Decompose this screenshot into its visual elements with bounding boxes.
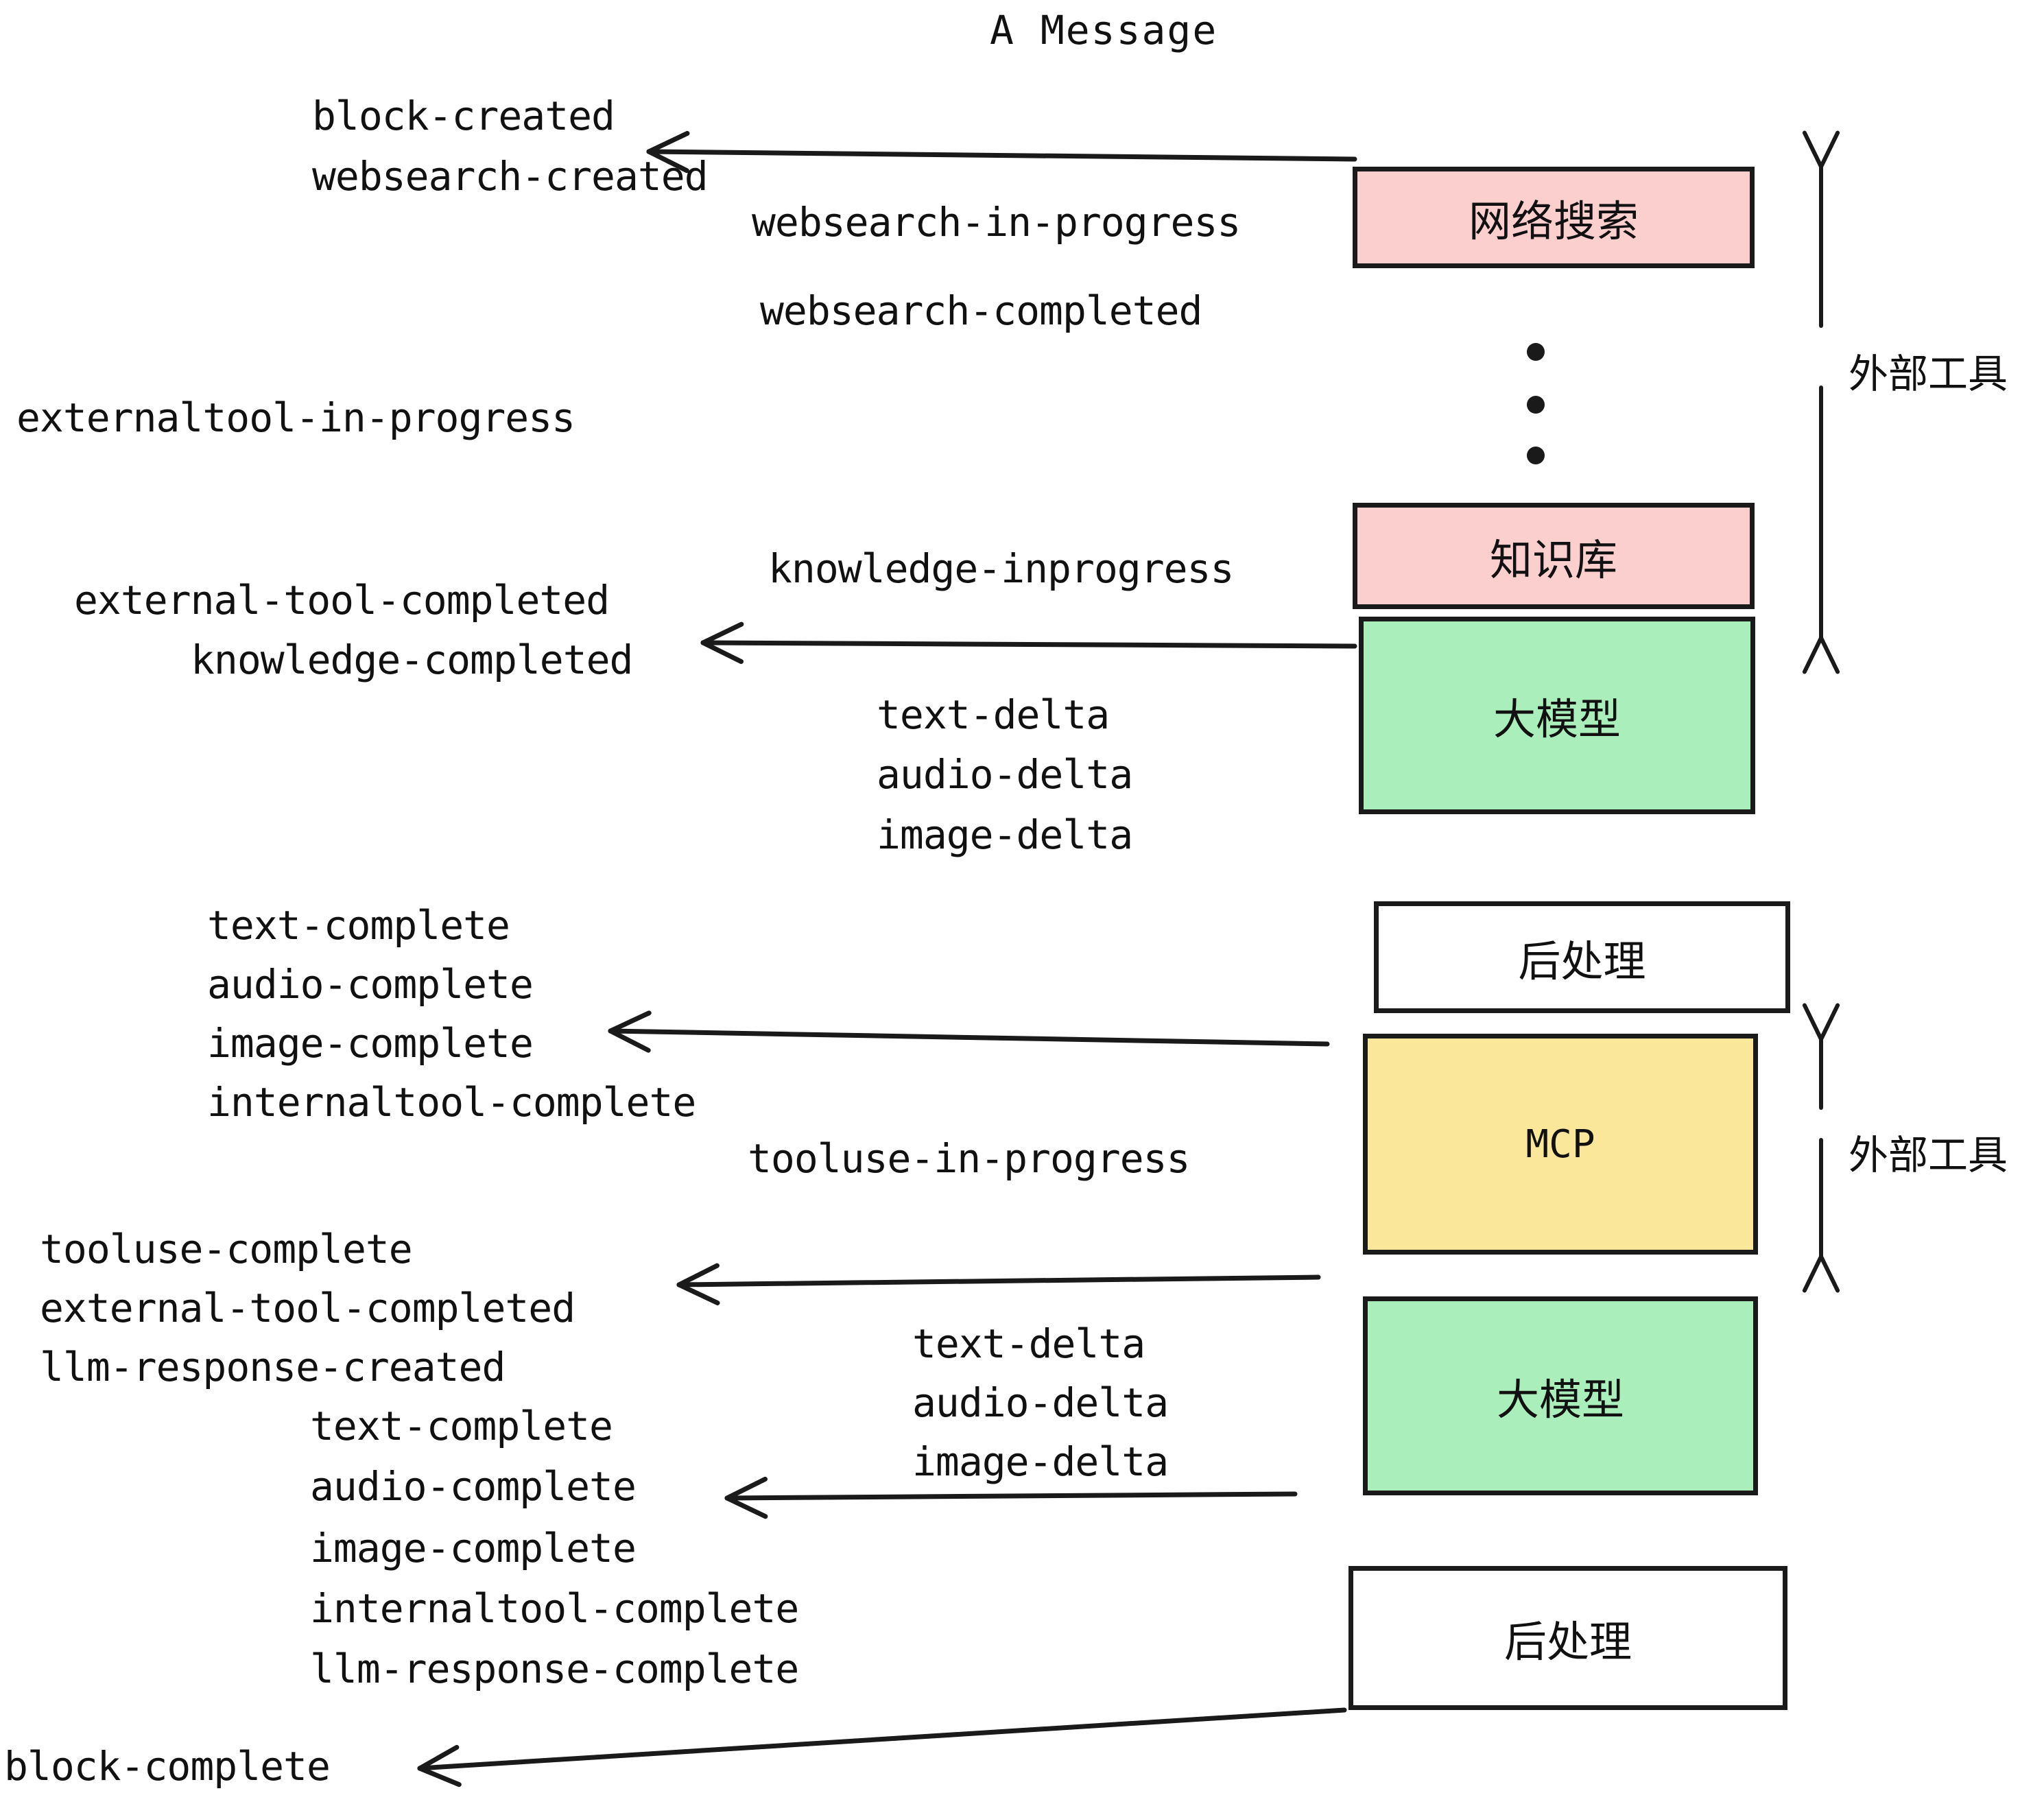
- event-label-block-created: block-created: [312, 93, 615, 139]
- event-label-external-tool-completed-2: external-tool-completed: [40, 1285, 575, 1331]
- side-label-external-tools-top: 外部工具: [1849, 351, 2008, 397]
- node-label: 大模型: [1493, 694, 1621, 744]
- node-llm-1[interactable]: 大模型: [1359, 617, 1755, 814]
- node-websearch[interactable]: 网络搜索: [1353, 167, 1755, 268]
- event-label-audio-complete-2: audio-complete: [310, 1463, 637, 1510]
- arrow-block-created: [646, 130, 1357, 174]
- ellipsis-dot-2: [1527, 396, 1545, 414]
- event-label-websearch-created: websearch-created: [312, 153, 709, 200]
- node-label: 网络搜索: [1468, 196, 1639, 246]
- event-label-audio-complete-1: audio-complete: [207, 961, 534, 1008]
- event-label-knowledge-inprogress: knowledge-inprogress: [768, 545, 1234, 592]
- node-postprocess-1[interactable]: 后处理: [1374, 901, 1790, 1013]
- event-label-text-complete-1: text-complete: [207, 902, 510, 949]
- arrow-audio-complete: [724, 1476, 1298, 1519]
- event-label-websearch-in-progress: websearch-in-progress: [752, 199, 1241, 246]
- event-label-tooluse-complete: tooluse-complete: [40, 1226, 413, 1272]
- event-label-text-complete-2: text-complete: [310, 1403, 613, 1449]
- external-tools-bottom-down: [1802, 1138, 1840, 1293]
- event-label-llm-response-complete: llm-response-complete: [310, 1646, 799, 1692]
- event-label-tooluse-in-progress: tooluse-in-progress: [748, 1135, 1190, 1182]
- node-label: MCP: [1525, 1121, 1595, 1167]
- event-label-externaltool-in-progress: externaltool-in-progress: [16, 394, 575, 441]
- arrow-image-complete: [608, 1010, 1330, 1053]
- event-label-websearch-completed: websearch-completed: [760, 287, 1202, 334]
- ellipsis-dot-1: [1527, 343, 1545, 361]
- node-label: 大模型: [1496, 1375, 1624, 1425]
- event-label-image-delta-2: image-delta: [912, 1438, 1169, 1485]
- node-label: 后处理: [1518, 936, 1646, 986]
- event-label-internaltool-complete-2: internaltool-complete: [310, 1585, 799, 1632]
- external-tools-top-up: [1802, 130, 1840, 328]
- node-knowledge[interactable]: 知识库: [1353, 503, 1755, 609]
- side-label-external-tools-bottom: 外部工具: [1849, 1132, 2008, 1178]
- flow-arrow-group: [417, 130, 1357, 1788]
- event-label-internaltool-complete-1: internaltool-complete: [207, 1079, 696, 1126]
- page-title: A Message: [990, 7, 1218, 54]
- event-label-llm-response-created: llm-response-created: [40, 1344, 506, 1390]
- arrow-block-complete: [417, 1707, 1347, 1788]
- node-label: 后处理: [1504, 1617, 1632, 1667]
- arrow-knowledge-done: [700, 621, 1357, 664]
- event-label-external-tool-completed: external-tool-completed: [74, 577, 610, 624]
- event-label-image-delta-1: image-delta: [877, 811, 1133, 858]
- event-label-block-complete: block-complete: [4, 1743, 331, 1790]
- event-label-text-delta-1: text-delta: [877, 691, 1110, 738]
- external-tools-bottom-up: [1802, 1003, 1840, 1110]
- arrow-tooluse-done: [676, 1263, 1321, 1306]
- node-label: 知识库: [1489, 534, 1617, 585]
- ellipsis-dot-group: [1527, 343, 1545, 464]
- ellipsis-dot-3: [1527, 447, 1545, 464]
- node-postprocess-2[interactable]: 后处理: [1348, 1566, 1787, 1710]
- external-tools-top-down: [1802, 385, 1840, 674]
- node-mcp[interactable]: MCP: [1363, 1034, 1758, 1255]
- event-label-audio-delta-1: audio-delta: [877, 751, 1133, 798]
- event-label-knowledge-completed: knowledge-completed: [191, 637, 633, 683]
- side-arrow-group: [1802, 130, 1840, 1293]
- event-label-text-delta-2: text-delta: [912, 1320, 1145, 1367]
- node-llm-2[interactable]: 大模型: [1363, 1296, 1758, 1495]
- event-label-image-complete-1: image-complete: [207, 1020, 534, 1067]
- event-label-audio-delta-2: audio-delta: [912, 1379, 1169, 1426]
- event-label-image-complete-2: image-complete: [310, 1525, 637, 1571]
